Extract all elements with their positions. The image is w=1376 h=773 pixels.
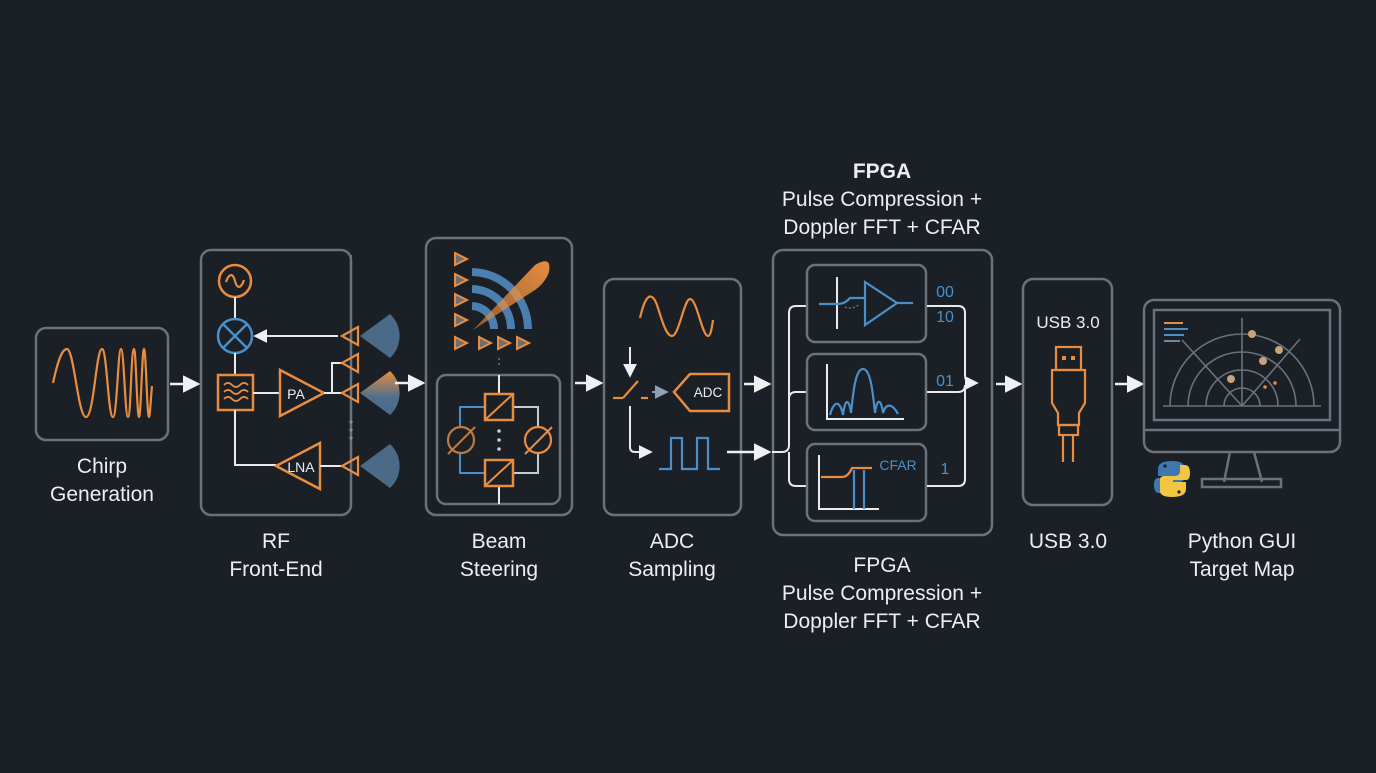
fpga-box xyxy=(771,248,994,537)
label-line: Front-End xyxy=(229,558,323,581)
rf-box xyxy=(199,248,353,517)
usb-inner-title: USB 3.0 xyxy=(1036,313,1099,332)
mixer-icon xyxy=(216,317,254,355)
chirp-stage xyxy=(34,326,170,442)
bit-label: 01 xyxy=(936,373,954,390)
beam-label: Beam Steering xyxy=(429,528,569,584)
cfar-label: CFAR xyxy=(879,457,916,473)
doppler-fft-box xyxy=(805,352,928,432)
bit-label: 10 xyxy=(936,309,954,326)
label-line: Sampling xyxy=(628,558,716,581)
monitor-radar-icon xyxy=(1142,298,1342,489)
header-line: FPGA xyxy=(852,160,912,183)
phased-array-icon xyxy=(454,251,550,351)
chirp-waveform-icon xyxy=(51,347,154,419)
header-line: Doppler FFT + CFAR xyxy=(783,216,981,239)
python-logo-icon xyxy=(1154,461,1190,497)
beam-steering-stage xyxy=(424,236,574,517)
label-line: USB 3.0 xyxy=(1028,530,1108,553)
chirp-box xyxy=(34,326,170,442)
bit-label: 1 xyxy=(941,461,950,478)
fft-spectrum-icon xyxy=(826,364,904,420)
phase-shifter-network-icon xyxy=(446,375,553,504)
pulse-compression-box xyxy=(805,263,928,344)
fpga-label: FPGA Pulse Compression + Doppler FFT + C… xyxy=(752,552,1012,636)
rf-frontend-stage: PA LNA xyxy=(199,248,400,517)
lna-amplifier: LNA xyxy=(273,440,322,492)
label-line: ADC xyxy=(649,530,695,553)
adc-box xyxy=(602,277,743,517)
label-line: Steering xyxy=(459,558,539,581)
label-line: RF xyxy=(262,530,290,553)
usb-box xyxy=(1021,277,1114,507)
gui-label: Python GUI Target Map xyxy=(1172,528,1312,584)
antenna-beams xyxy=(360,314,400,488)
python-gui-stage xyxy=(1142,298,1342,497)
label-line: Python GUI xyxy=(1187,530,1297,553)
rf-label: RF Front-End xyxy=(206,528,346,584)
label-line: Target Map xyxy=(1189,558,1295,581)
beam-box xyxy=(424,236,574,517)
label-line: Chirp xyxy=(76,455,128,478)
label-line: Generation xyxy=(50,483,154,506)
adc-label: ADC xyxy=(694,385,723,400)
lna-label: LNA xyxy=(287,459,315,475)
sampling-switch-icon xyxy=(613,380,648,400)
antenna-elements xyxy=(339,325,360,477)
header-line: Pulse Compression + xyxy=(781,188,983,211)
fpga-header: FPGA Pulse Compression + Doppler FFT + C… xyxy=(752,158,1012,242)
analog-sine-icon xyxy=(638,295,715,338)
cfar-detection-icon: CFAR xyxy=(818,455,917,510)
chirp-label: Chirp Generation xyxy=(32,453,172,509)
fpga-stage: CFAR 00 10 01 1 xyxy=(771,248,994,537)
bit-label: 00 xyxy=(936,284,954,301)
adc-stage: ADC xyxy=(602,277,743,517)
pa-amplifier: PA xyxy=(278,367,327,419)
bit-labels: 00 10 01 1 xyxy=(936,284,954,478)
label-line: Pulse Compression + xyxy=(781,582,983,605)
radar-targets xyxy=(1227,330,1283,389)
pa-label: PA xyxy=(287,386,305,402)
adc-block: ADC xyxy=(672,372,731,413)
matched-filter-icon xyxy=(819,277,913,329)
label-line: Beam xyxy=(471,530,527,553)
label-line: Doppler FFT + CFAR xyxy=(783,610,981,633)
adc-stage-label: ADC Sampling xyxy=(602,528,742,584)
cfar-box xyxy=(805,442,928,523)
digital-pulse-icon xyxy=(659,436,720,471)
usb-label: USB 3.0 xyxy=(1008,528,1128,556)
usb-icon xyxy=(1050,345,1087,462)
filter-icon xyxy=(216,373,255,412)
label-line: FPGA xyxy=(853,554,911,577)
usb-stage: USB 3.0 xyxy=(1021,277,1114,507)
